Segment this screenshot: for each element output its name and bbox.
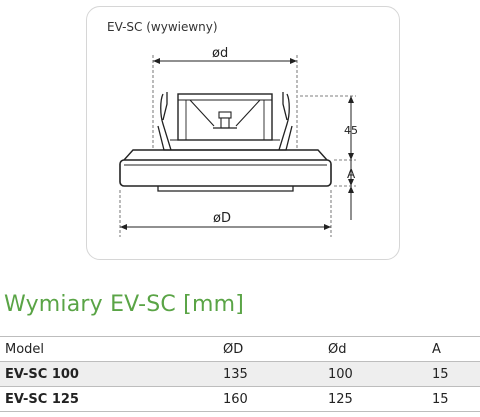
row-inner-diameter: 100: [328, 361, 432, 387]
technical-drawing: ød 45 A øD: [119, 46, 358, 237]
row-model: EV-SC 100: [0, 361, 223, 387]
header-a: A: [432, 336, 480, 362]
row-a: 15: [432, 361, 480, 387]
small-d-label: ød: [212, 46, 228, 61]
row-outer-diameter: 160: [223, 386, 328, 412]
header-outer-diameter: ØD: [223, 336, 328, 362]
table-header-row: Model ØD Ød A: [0, 336, 480, 362]
dimensions-table: Model ØD Ød A EV-SC 100 135 100 15 EV-SC…: [0, 336, 480, 412]
section-title: Wymiary EV-SC [mm]: [4, 292, 245, 317]
header-model: Model: [0, 336, 223, 362]
drawing-title: EV-SC (wywiewny): [107, 20, 218, 34]
table-row: EV-SC 100 135 100 15: [0, 361, 480, 387]
header-inner-diameter: Ød: [328, 336, 432, 362]
big-d-label: øD: [213, 211, 231, 226]
drawing-frame: [86, 6, 400, 260]
row-a: 15: [432, 386, 480, 412]
row-inner-diameter: 125: [328, 386, 432, 412]
row-model: EV-SC 125: [0, 386, 223, 412]
row-outer-diameter: 135: [223, 361, 328, 387]
table-row: EV-SC 125 160 125 15: [0, 386, 480, 412]
height-label: 45: [344, 124, 358, 137]
a-label: A: [347, 167, 356, 181]
